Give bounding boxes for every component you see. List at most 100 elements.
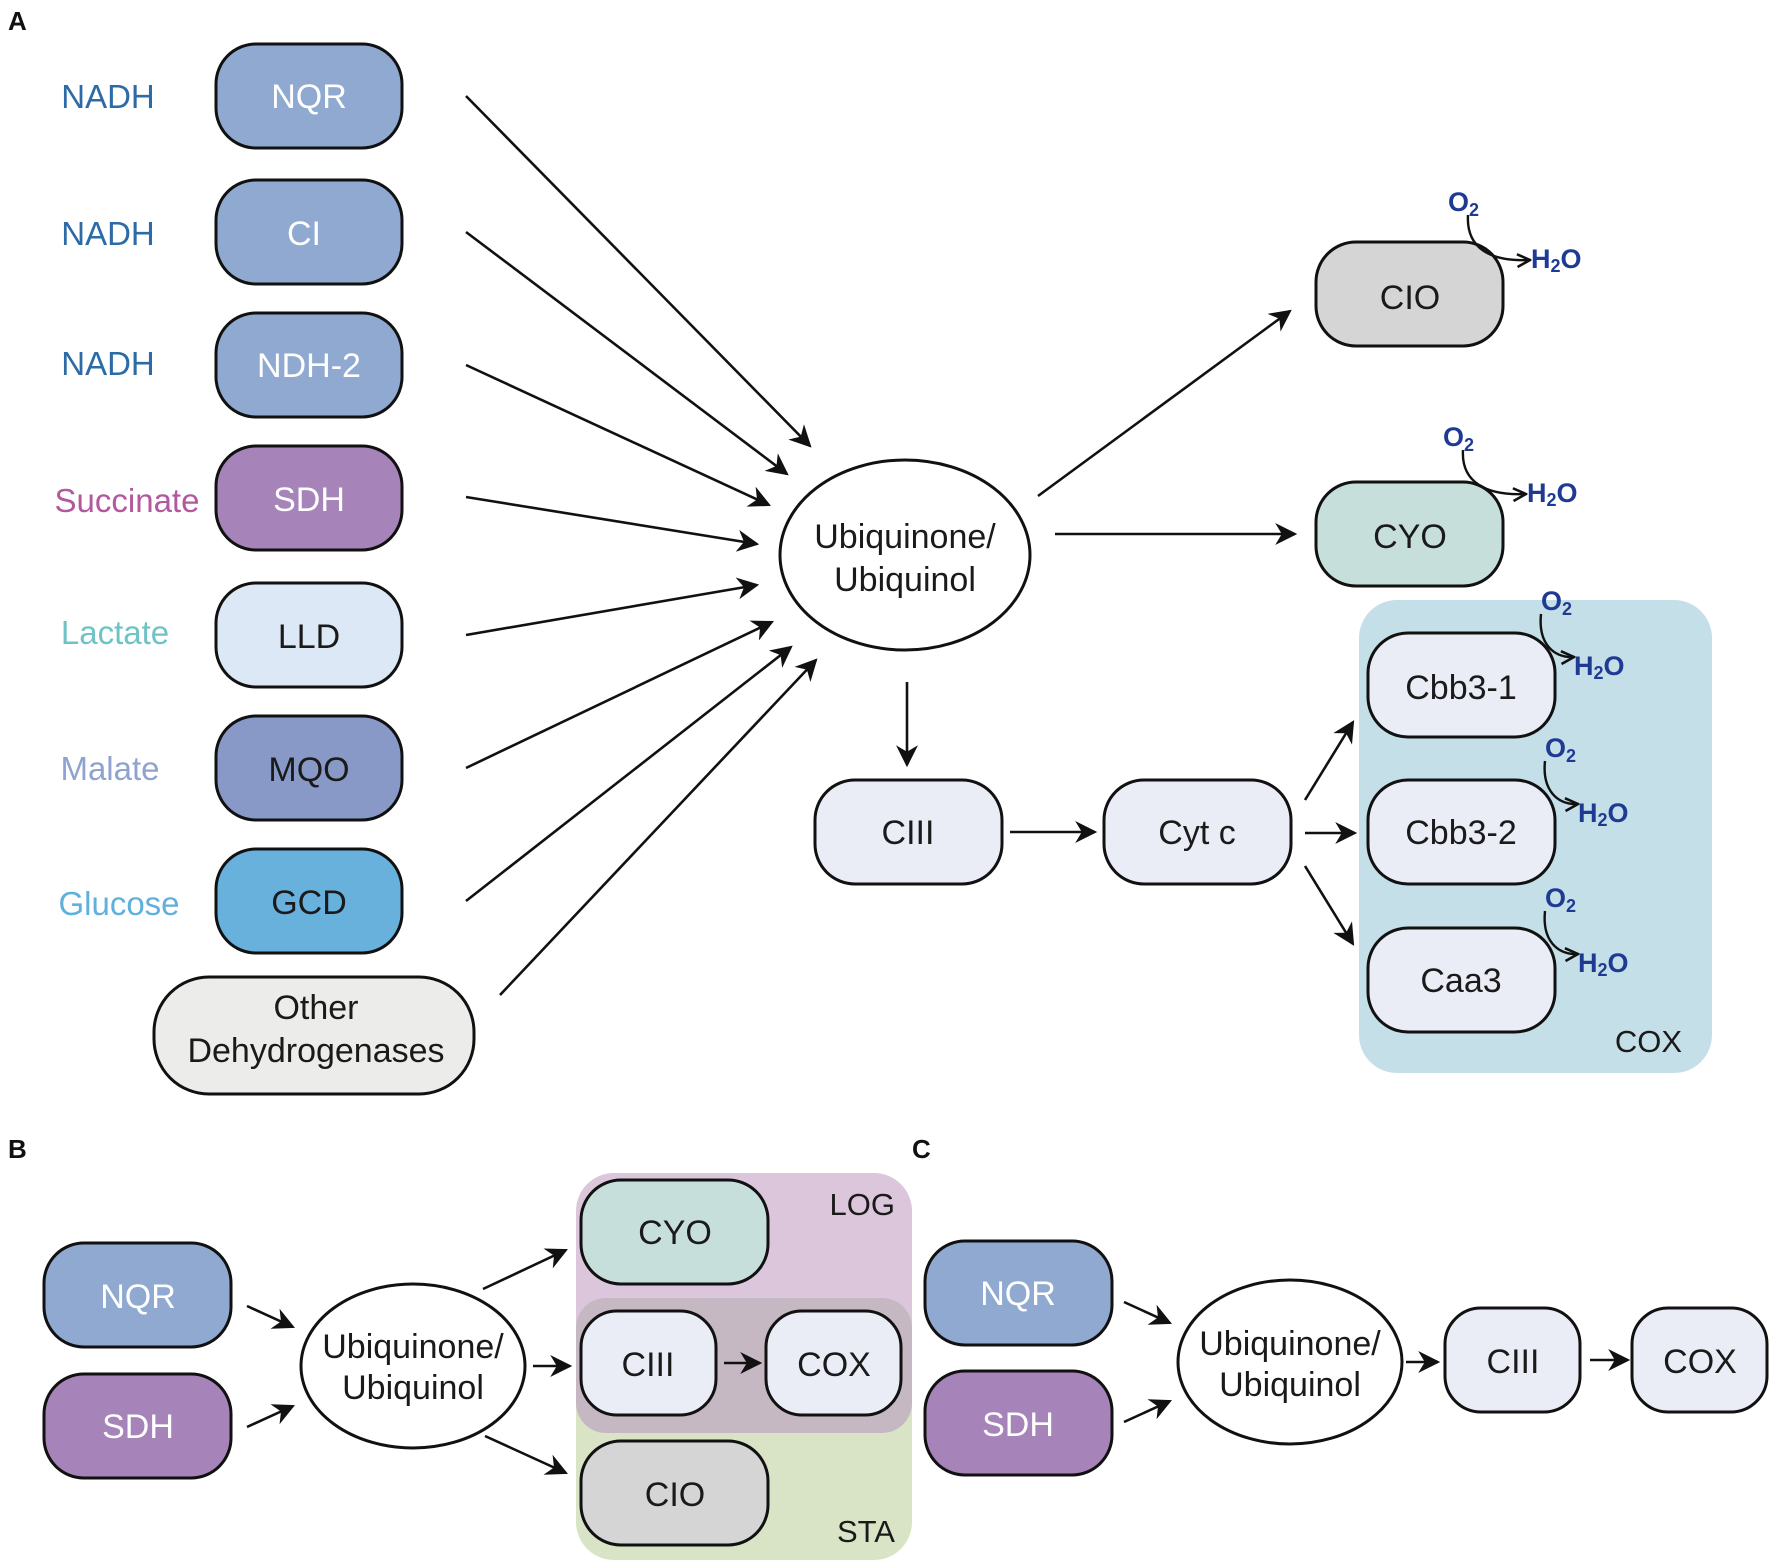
b-arrow-nqr-quinone [246,1304,296,1329]
quinone-label-line1: Ubiquinone/ [814,518,996,556]
mqo-label: MQO [268,751,349,789]
other-label-line2: Dehydrogenases [187,1032,444,1070]
gcd-box [214,847,404,955]
cbb3-1-o2-label: O2 [1541,586,1572,619]
arrow-ndh2-quinone [465,363,771,507]
c-sdh-box [923,1369,1114,1477]
caa3-box [1366,926,1557,1034]
cio-o2-label: O2 [1448,187,1479,220]
c-quinone-line1: Ubiquinone/ [1199,1325,1381,1363]
ndh2-label: NDH-2 [257,347,361,385]
b-cio-label: CIO [645,1476,705,1514]
cox-region-label: COX [1615,1024,1683,1059]
nqr-box [214,42,404,150]
substrate-lactate: Lactate [61,614,169,651]
ciii-label: CIII [882,814,935,852]
c-quinone-ellipse [1176,1278,1404,1446]
cbb3-1-reaction-arrow [1539,613,1574,657]
c-arrow-nqr-quinone [1123,1300,1173,1325]
c-quinone-line2: Ubiquinol [1219,1366,1361,1404]
c-arrow-sdh-quinone [1123,1399,1173,1424]
b-cox-label: COX [797,1346,871,1384]
substrate-labels: NADH NADH NADH Succinate Lactate Malate … [55,78,200,922]
c-nqr-label: NQR [980,1275,1056,1313]
ci-box [214,178,404,286]
cio-reaction-arrow [1466,214,1530,260]
caa3-label: Caa3 [1420,962,1501,1000]
c-cox-label: COX [1663,1343,1737,1381]
dehydrogenase-boxes: NQR CI NDH-2 SDH LLD MQO GCD Other Dehyd… [152,42,476,1096]
arrow-sdh-quinone [465,495,760,552]
c-cox-box [1630,1306,1769,1414]
other-label-line1: Other [273,989,358,1027]
b-cox-box [764,1309,903,1417]
ndh2-box [214,311,404,419]
panel-a-letter: A [8,6,27,36]
caa3-reaction-arrow [1543,910,1578,954]
cio-h2o-label: H2O [1531,244,1582,276]
cbb3-1-label: Cbb3-1 [1405,669,1517,707]
caa3-h2o-label: H2O [1578,948,1629,980]
arrow-ci-quinone [465,230,789,476]
cyo-label: CYO [1373,518,1447,556]
substrate-nadh-1: NADH [61,78,155,115]
substrate-malate: Malate [60,750,159,787]
b-quinone-line2: Ubiquinol [342,1369,484,1407]
cyo-reaction-arrow [1461,449,1526,494]
ci-label: CI [287,215,321,253]
c-sdh-label: SDH [982,1406,1054,1444]
b-sta-label: STA [837,1514,895,1549]
arrow-cytc-cbb3-1 [1303,720,1355,801]
cbb3-2-h2o-label: H2O [1578,798,1629,830]
arrow-mqo-quinone [465,620,774,770]
cyo-box [1314,480,1505,588]
cytc-label: Cyt c [1158,814,1235,852]
b-sdh-box [42,1372,233,1480]
cyo-h2o-label: H2O [1527,478,1578,510]
b-cyo-label: CYO [638,1214,712,1252]
panel-b-letter: B [8,1134,27,1164]
ciii-box [813,778,1004,886]
gcd-label: GCD [271,884,347,922]
b-sdh-label: SDH [102,1408,174,1446]
c-nqr-box [923,1239,1114,1347]
lld-box [214,581,404,689]
arrow-lld-quinone [465,577,760,637]
cio-box [1314,240,1505,348]
cio-label: CIO [1380,279,1440,317]
substrate-succinate: Succinate [55,482,200,519]
arrow-gcd-quinone [465,645,793,903]
substrate-glucose: Glucose [58,885,179,922]
arrow-other-quinone [499,658,818,996]
lld-label: LLD [278,618,340,656]
b-ciii-box [579,1309,718,1417]
arrow-quinone-cio [1037,309,1292,498]
b-cio-box [579,1439,770,1547]
b-nqr-label: NQR [100,1278,176,1316]
mqo-box [214,714,404,822]
cytc-box [1102,778,1293,886]
cbb3-1-box [1366,631,1557,739]
other-dehydrogenases-box [152,975,476,1096]
panel-c-letter: C [912,1134,931,1164]
caa3-o2-label: O2 [1545,883,1576,916]
b-arrow-quinone-cio [484,1434,569,1475]
cyo-o2-label: O2 [1443,422,1474,455]
cbb3-2-o2-label: O2 [1545,733,1576,766]
b-quinone-ellipse [299,1282,527,1450]
sdh-box [214,444,404,552]
substrate-nadh-3: NADH [61,345,155,382]
c-ciii-box [1443,1306,1582,1414]
cbb3-1-h2o-label: H2O [1574,651,1625,683]
c-ciii-label: CIII [1487,1343,1540,1381]
b-log-label: LOG [830,1187,895,1222]
b-arrow-quinone-cyo [482,1248,568,1291]
b-quinone-line1: Ubiquinone/ [322,1328,504,1366]
b-arrow-sdh-quinone [246,1404,296,1429]
nqr-label: NQR [271,78,347,116]
cbb3-2-box [1366,778,1557,886]
b-nqr-box [42,1241,233,1349]
quinone-label-line2: Ubiquinol [834,561,976,599]
arrow-nqr-quinone [465,95,812,448]
